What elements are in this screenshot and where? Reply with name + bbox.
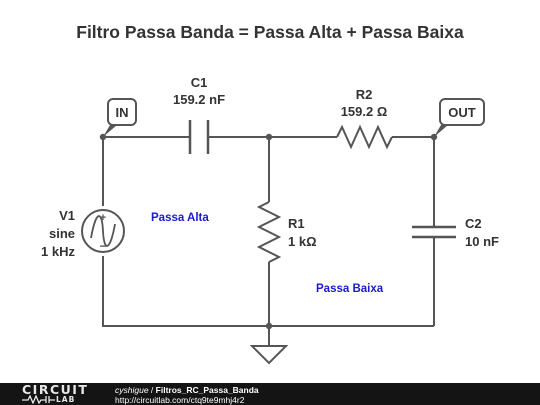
project-title-link[interactable]: Filtros_RC_Passa_Banda	[155, 385, 259, 395]
resistor-r2-symbol[interactable]	[336, 124, 393, 150]
port-out-pointer-icon	[434, 125, 448, 137]
circuitlab-logo: CIRCUIT LAB	[22, 383, 102, 405]
region-label-high-pass: Passa Alta	[151, 212, 209, 224]
junction-ground	[265, 322, 273, 330]
project-url-link[interactable]: http://circuitlab.com/ctq9te9mhj4r2	[115, 395, 245, 405]
logo-word-top: CIRCUIT	[22, 382, 89, 397]
v1-type-label: sine	[49, 226, 75, 241]
c1-name-label: C1	[191, 75, 208, 90]
port-out[interactable]: OUT	[434, 98, 485, 137]
footer-credit: cyshigue / Filtros_RC_Passa_Banda http:/…	[115, 385, 259, 405]
circuit-diagram: Filtro Passa Banda = Passa Alta + Passa …	[41, 22, 499, 365]
diagram-title: Filtro Passa Banda = Passa Alta + Passa …	[76, 22, 464, 42]
c2-value-label: 10 nF	[465, 234, 499, 249]
port-out-label: OUT	[448, 105, 476, 120]
v1-name-label: V1	[59, 208, 75, 223]
junction-mid	[265, 133, 273, 141]
port-in-label: IN	[116, 105, 129, 120]
r1-value-label: 1 kΩ	[288, 234, 317, 249]
author-link[interactable]: cyshigue	[115, 385, 149, 395]
r1-name-label: R1	[288, 216, 305, 231]
plus-terminal-icon: +	[100, 212, 106, 224]
wire-ground-bus	[102, 256, 434, 327]
c1-value-label: 159.2 nF	[173, 92, 225, 107]
v1-freq-label: 1 kHz	[41, 244, 75, 259]
wires	[102, 136, 435, 346]
ground-icon	[249, 345, 289, 365]
r2-name-label: R2	[356, 87, 373, 102]
r2-value-label: 159.2 Ω	[341, 104, 388, 119]
logo-waveform-icon	[22, 395, 55, 404]
minus-terminal-icon: −	[99, 239, 106, 253]
port-in-pointer-icon	[103, 125, 117, 137]
resistor-r1-symbol[interactable]	[256, 201, 282, 263]
logo-word-bottom: LAB	[56, 395, 76, 404]
sine-wave-icon	[90, 215, 116, 247]
capacitor-c1-symbol[interactable]	[188, 120, 210, 154]
capacitor-c2-symbol[interactable]	[412, 225, 456, 239]
voltage-source-v1-symbol[interactable]: + −	[81, 209, 125, 253]
region-label-low-pass: Passa Baixa	[316, 283, 384, 295]
port-in[interactable]: IN	[103, 98, 137, 137]
credit-separator: /	[148, 385, 156, 395]
footer-bar: CIRCUIT LAB cyshigue / Filtros_RC_Passa_…	[0, 383, 540, 405]
c2-name-label: C2	[465, 216, 482, 231]
